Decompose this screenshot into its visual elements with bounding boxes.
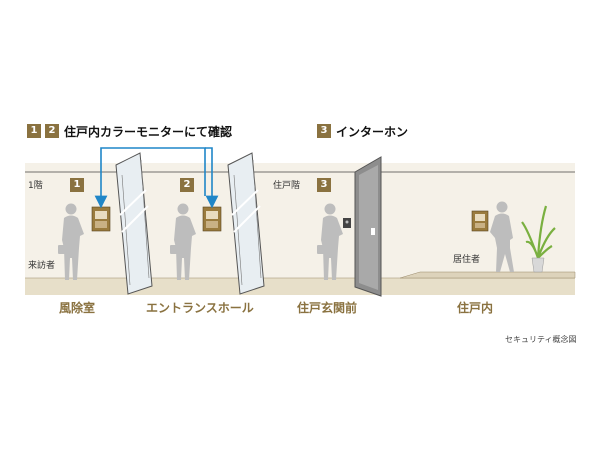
diagram-credit: セキュリティ概念図 <box>505 335 577 344</box>
step-badge-3: 3 <box>317 124 331 138</box>
monitor-arrow-1 <box>94 147 206 209</box>
heading-intercom: インターホン <box>336 125 409 139</box>
left-panel <box>25 147 270 295</box>
visitor-label: 来訪者 <box>28 261 56 271</box>
resident-figure <box>490 201 514 272</box>
caption-entrance-hall: エントランスホール <box>146 301 254 315</box>
floor-label-1f: 1階 <box>28 181 43 191</box>
right-panel <box>270 156 576 297</box>
step-badge-1: 1 <box>27 124 41 138</box>
indoor-monitor <box>471 210 489 232</box>
caption-windbreak-room: 風除室 <box>59 301 96 315</box>
floor-label-unit: 住戸階 <box>273 181 301 191</box>
glass-door-1 <box>115 152 153 295</box>
visitor-figure-3 <box>317 203 343 280</box>
caption-unit-entrance: 住戸玄関前 <box>297 301 358 315</box>
scene-badge-2: 2 <box>180 178 194 192</box>
intercom-panel-2 <box>202 206 222 232</box>
caption-unit-interior: 住戸内 <box>457 301 494 315</box>
door-intercom-unit <box>343 218 351 228</box>
glass-door-2 <box>227 152 265 295</box>
step-badge-2: 2 <box>45 124 59 138</box>
scene-badge-3: 3 <box>317 178 331 192</box>
heading-color-monitor: 住戸内カラーモニターにて確認 <box>64 125 233 139</box>
front-door <box>354 156 382 297</box>
plant-icon <box>521 205 556 273</box>
monitor-arrow-2 <box>205 147 219 209</box>
intercom-panel-1 <box>91 206 111 232</box>
visitor-figure-2 <box>170 203 196 280</box>
visitor-figure-1 <box>58 203 84 280</box>
scene-badge-1: 1 <box>70 178 84 192</box>
resident-label: 居住者 <box>453 255 481 265</box>
